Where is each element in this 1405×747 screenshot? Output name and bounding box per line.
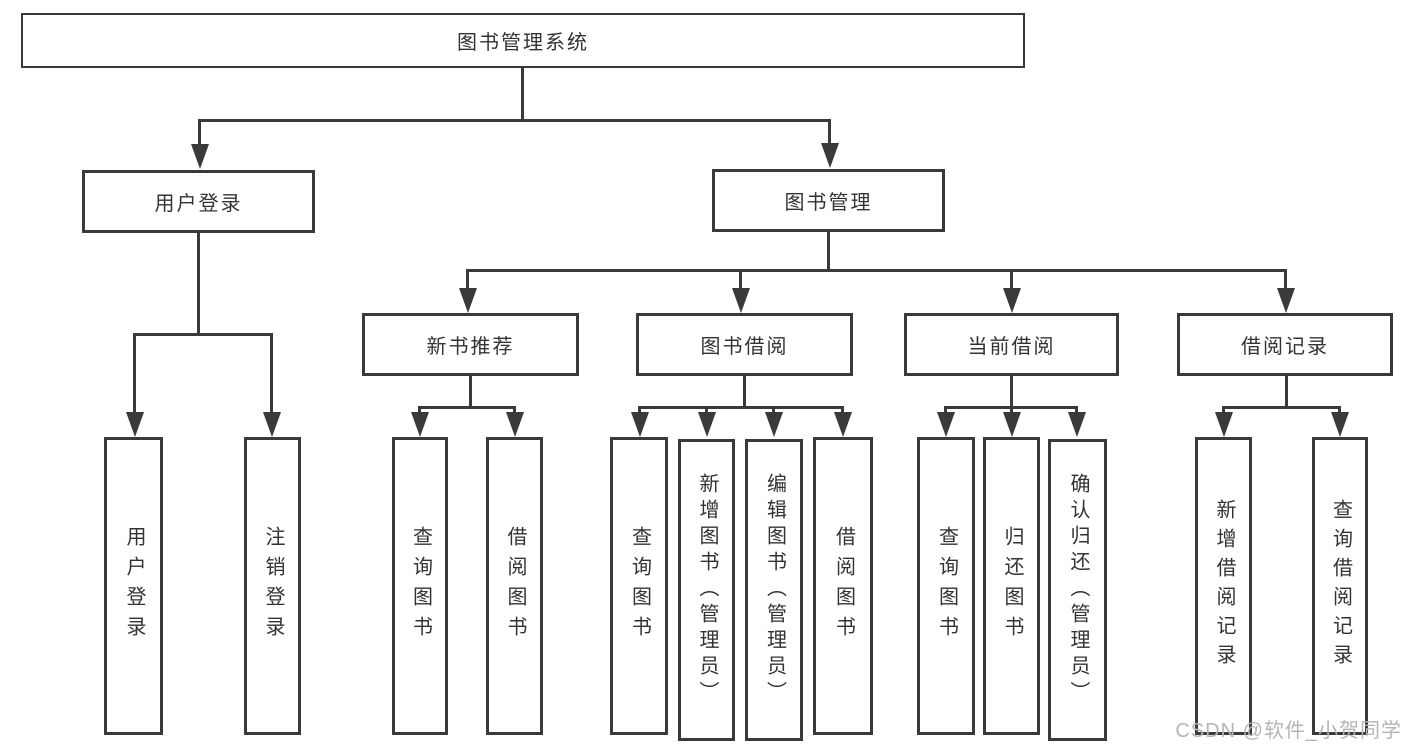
arrow-down-icon (1003, 288, 1021, 313)
node-book-borrowing: 图书借阅 (636, 313, 853, 376)
leaf-query-borrow-record: 查询借阅记录 (1312, 437, 1368, 735)
connector-line (1010, 376, 1013, 409)
node-label: 确认归还（管理员） (1067, 473, 1089, 707)
connector-line (513, 406, 516, 414)
connector-line (1284, 269, 1287, 290)
connector-line (1075, 406, 1078, 414)
node-label: 新增借阅记录 (1213, 499, 1235, 673)
arrow-down-icon (631, 412, 649, 437)
arrow-down-icon (1277, 288, 1295, 313)
arrow-down-icon (506, 412, 524, 437)
node-book-management: 图书管理 (712, 169, 945, 232)
connector-line (638, 406, 844, 409)
arrow-down-icon (263, 412, 281, 437)
node-label: 图书管理 (784, 192, 873, 214)
connector-line (841, 406, 844, 414)
leaf-add-books-admin: 新增图书（管理员） (678, 439, 735, 741)
connector-line (1010, 269, 1013, 290)
arrow-down-icon (1215, 412, 1233, 437)
connector-line (198, 119, 201, 145)
connector-line (739, 269, 742, 290)
node-current-borrowing: 当前借阅 (904, 313, 1119, 376)
connector-line (827, 232, 830, 272)
node-label: 借阅图书 (504, 526, 526, 646)
node-label: 查询借阅记录 (1329, 499, 1352, 673)
leaf-add-borrow-record: 新增借阅记录 (1195, 437, 1252, 735)
connector-line (944, 406, 947, 414)
leaf-logout-login: 注销登录 (244, 437, 301, 735)
connector-line (1285, 376, 1288, 409)
node-label: 当前借阅 (967, 336, 1056, 358)
connector-line (705, 406, 708, 414)
connector-line (197, 233, 200, 336)
csdn-watermark: CSDN @软件_小贺同学 (1175, 720, 1402, 742)
leaf-return-books: 归还图书 (983, 437, 1040, 735)
node-label: 借阅图书 (832, 526, 855, 646)
node-label: 用户登录 (154, 193, 243, 215)
connector-line (133, 333, 136, 413)
arrow-down-icon (834, 412, 852, 437)
leaf-user-login: 用户登录 (104, 437, 163, 735)
connector-line (418, 406, 421, 414)
leaf-borrow-books: 借阅图书 (813, 437, 873, 735)
arrow-down-icon (821, 143, 839, 168)
node-label: 新书推荐 (426, 336, 515, 358)
node-label: 查询图书 (935, 526, 958, 646)
connector-line (466, 269, 469, 290)
connector-line (469, 376, 472, 409)
connector-line (418, 406, 516, 409)
arrow-down-icon (191, 144, 209, 169)
leaf-confirm-return-admin: 确认归还（管理员） (1048, 439, 1107, 741)
connector-line (1222, 406, 1225, 414)
arrow-down-icon (1003, 412, 1021, 437)
arrow-down-icon (411, 412, 429, 437)
arrow-down-icon (1331, 412, 1349, 437)
node-label: 注销登录 (262, 526, 284, 646)
arrow-down-icon (459, 288, 477, 313)
node-label: 图书借阅 (700, 336, 789, 358)
connector-line (466, 269, 1287, 272)
node-label: 图书管理系统 (457, 32, 589, 54)
leaf-query-books-borrowing: 查询图书 (610, 437, 668, 735)
arrow-down-icon (1068, 412, 1086, 437)
arrow-down-icon (126, 412, 144, 437)
connector-line (1338, 406, 1341, 414)
connector-line (772, 406, 775, 414)
arrow-down-icon (765, 412, 783, 437)
leaf-edit-books-admin: 编辑图书（管理员） (745, 439, 803, 741)
arrow-down-icon (732, 288, 750, 313)
leaf-query-books-current: 查询图书 (917, 437, 975, 735)
connector-line (828, 119, 831, 145)
node-label: 用户登录 (123, 526, 145, 646)
arrow-down-icon (937, 412, 955, 437)
node-user-login: 用户登录 (82, 170, 315, 233)
connector-line (1010, 406, 1013, 414)
leaf-borrow-books-recommend: 借阅图书 (486, 437, 543, 735)
connector-line (638, 406, 641, 414)
node-library-management-system: 图书管理系统 (21, 13, 1025, 68)
leaf-query-books-recommend: 查询图书 (392, 437, 448, 735)
node-label: 归还图书 (1001, 526, 1023, 646)
connector-line (521, 68, 524, 121)
node-label: 新增图书（管理员） (696, 473, 718, 707)
node-label: 查询图书 (409, 526, 432, 646)
connector-line (198, 119, 831, 122)
node-new-book-recommendation: 新书推荐 (362, 313, 579, 376)
connector-line (133, 333, 273, 336)
node-label: 借阅记录 (1241, 336, 1329, 358)
connector-line (1222, 406, 1340, 409)
node-borrowing-records: 借阅记录 (1177, 313, 1393, 376)
connector-line (270, 333, 273, 413)
connector-line (743, 376, 746, 409)
node-label: 编辑图书（管理员） (763, 473, 786, 707)
arrow-down-icon (698, 412, 716, 437)
node-label: 查询图书 (628, 526, 651, 646)
